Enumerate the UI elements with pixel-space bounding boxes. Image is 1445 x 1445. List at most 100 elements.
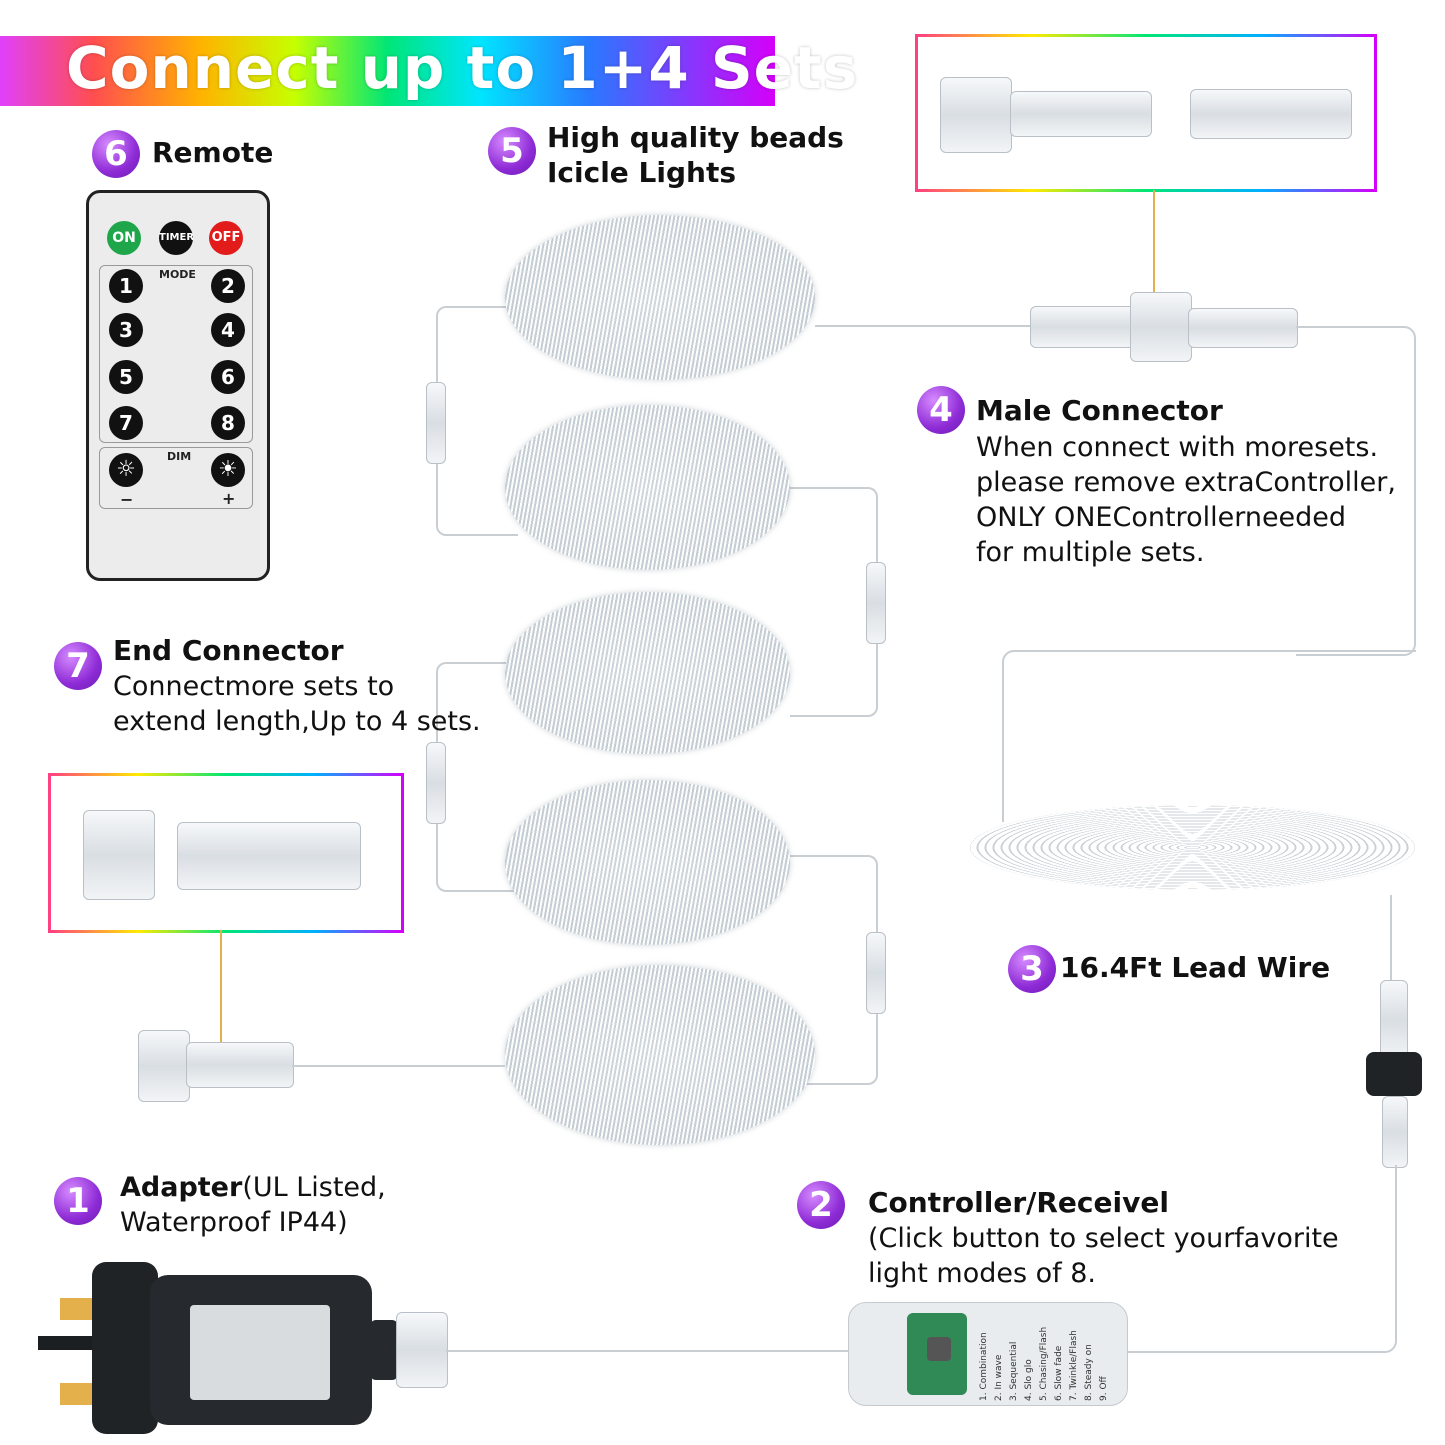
adapter-title-line: Adapter(UL Listed, [120,1170,386,1205]
badge-6: 6 [92,130,140,178]
male-connector-title: Male Connector [976,394,1223,427]
male-connector-inset [915,34,1377,192]
plug-pin-earth [38,1336,92,1350]
mode-panel [99,265,253,443]
wire-link-2 [790,487,878,717]
badge-3: 3 [1008,945,1056,993]
end-connector-line-1: Connectmore sets to [113,671,395,702]
lead-wire-upper [1296,326,1416,656]
end-connector-plug [186,1042,294,1088]
controller-title: Controller/Receivel [868,1186,1169,1219]
end-connector-title: End Connector [113,634,344,667]
badge-1: 1 [54,1177,102,1225]
icicle-light-set-3 [505,592,790,754]
off-button: OFF [209,221,243,255]
adapter-label [190,1305,330,1400]
male-connector-left [1030,306,1137,348]
mode-button-8: 8 [211,406,245,440]
mode-button-4: 4 [211,313,245,347]
adapter-title: Adapter [120,1172,243,1203]
lead-wire-drop [1002,650,1416,822]
mode-button-7: 7 [109,406,143,440]
waterproof-connector-bottom [1382,1096,1408,1168]
adapter-neck [370,1320,398,1380]
badge-7: 7 [54,642,102,690]
male-connector-line-2: please remove extraController, [976,467,1396,498]
badge-2: 2 [797,1181,845,1229]
male-connector-line-4: for multiple sets. [976,537,1205,568]
male-connector-nut [1130,292,1192,362]
male-connector-line-1: When connect with moresets. [976,432,1379,463]
wire-adapter-to-controller [446,1350,861,1352]
wire-to-male-connector [815,325,1035,327]
title-banner [0,36,775,106]
controller-mode-item: 4. Slo glo [1024,1359,1034,1401]
callout-line-end [220,930,222,1055]
plus-sign: + [222,489,236,508]
controller-mode-item: 5. Chasing/Flash [1039,1326,1049,1401]
inline-connector-4 [866,932,886,1014]
controller-mode-item: 8. Steady on [1084,1344,1094,1401]
wire-to-controller-lower [1125,1165,1397,1353]
mode-button-6: 6 [211,360,245,394]
remote-label: Remote [152,136,274,169]
dim-panel [99,447,253,509]
badge-4: 4 [917,386,965,434]
controller-mode-item: 6. Slow fade [1054,1345,1064,1401]
connector-female-plug [1190,89,1352,139]
inline-connector-3 [426,742,446,824]
icicle-light-set-2 [505,405,790,570]
adapter-title-suffix: (UL Listed, [242,1172,386,1203]
end-connector-line-2: extend length,Up to 4 sets. [113,706,481,737]
coiled-lead-wire [970,805,1415,890]
dim-minus-icon: ☼ [109,453,143,487]
controller-mode-item: 9. Off [1099,1376,1109,1401]
male-connector-right [1188,308,1298,348]
plug-pin-top [60,1298,98,1320]
mode-button-1: 1 [109,269,143,303]
banner-title: Connect up to 1+4 Sets [66,34,859,102]
badge-5: 5 [488,127,536,175]
waterproof-connector-top [1380,980,1408,1060]
end-plug [177,822,361,890]
connector-male-plug [1010,91,1152,137]
controller-line-1: (Click button to select yourfavorite [868,1223,1339,1254]
callout-line-male [1153,190,1155,320]
wire-to-controller-upper [1390,895,1392,985]
mode-button-2: 2 [211,269,245,303]
controller-mode-item: 7. Twinkle/Flash [1069,1330,1079,1401]
end-connector-inset [48,773,404,933]
inline-connector-2 [866,562,886,644]
timer-button: TIMER [159,221,194,255]
controller-button [927,1337,951,1361]
end-connector-cap [138,1030,190,1102]
icicle-light-set-4 [505,780,790,945]
controller-mode-item: 1. Combination [979,1332,989,1401]
on-button: ON [107,221,141,255]
connector-nut [940,77,1012,153]
adapter-connector [396,1312,448,1388]
icicle-light-set-1 [505,215,815,380]
beads-title-line2: Icicle Lights [547,156,737,189]
plug-pin-bottom [60,1383,98,1405]
wire-to-end-connector [292,1065,505,1067]
male-connector-line-3: ONLY ONEControllerneeded [976,502,1347,533]
controller-box: 1. Combination 2. In wave 3. Sequential 4. … [848,1302,1128,1406]
inline-connector-1 [426,382,446,464]
mode-button-3: 3 [109,313,143,347]
waterproof-nut [1366,1052,1422,1096]
controller-line-2: light modes of 8. [868,1258,1097,1289]
beads-title-line1: High quality beads [547,121,844,154]
controller-modes-list: 1. Combination 2. In wave 3. Sequential 4. … [977,1309,1117,1401]
mode-label: MODE [159,268,196,281]
minus-sign: − [120,490,134,509]
controller-mode-item: 3. Sequential [1009,1341,1019,1401]
wire-link-1 [436,306,518,536]
mode-button-5: 5 [109,360,143,394]
controller-mode-item: 2. In wave [994,1354,1004,1401]
adapter-body [150,1275,372,1425]
adapter-line-2: Waterproof IP44) [120,1207,348,1238]
end-cap [83,810,155,900]
icicle-light-set-5 [505,965,815,1145]
dim-label: DIM [167,450,192,463]
